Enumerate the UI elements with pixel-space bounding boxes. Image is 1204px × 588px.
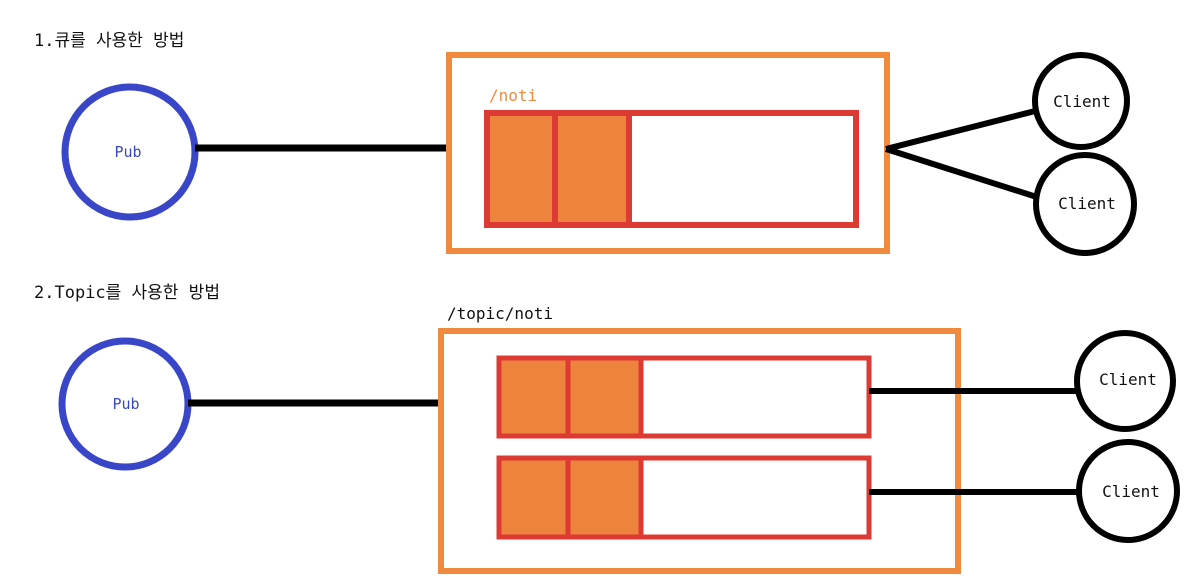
queue-slot xyxy=(500,460,566,536)
queue-bar xyxy=(484,110,859,228)
queue-container xyxy=(446,52,890,254)
client-node xyxy=(1074,330,1176,432)
client-node xyxy=(1033,152,1137,256)
section-queue: 1.큐를 사용한 방법 Pub /noti Client Client xyxy=(34,31,1137,256)
pub-node xyxy=(61,83,199,221)
queue-bar xyxy=(496,355,872,439)
section-topic: 2.Topic를 사용한 방법 Pub /topic/noti Client C… xyxy=(34,283,1180,574)
client-label: Client xyxy=(1102,482,1160,501)
pub-label: Pub xyxy=(114,143,141,161)
client-connector xyxy=(885,146,1044,202)
queue-slot xyxy=(488,114,554,225)
client-node xyxy=(1032,52,1130,150)
topic-container xyxy=(438,328,961,574)
section-1-title: 1.큐를 사용한 방법 xyxy=(34,31,184,51)
pub-label: Pub xyxy=(112,395,139,413)
queue-path: /noti xyxy=(489,86,537,105)
section-2-title: 2.Topic를 사용한 방법 xyxy=(34,283,220,303)
queue-slot xyxy=(570,360,640,435)
client-label: Client xyxy=(1099,370,1157,389)
client-node xyxy=(1076,439,1180,543)
topic-path: /topic/noti xyxy=(447,304,553,323)
queue-slot xyxy=(557,114,628,225)
queue-slot xyxy=(500,360,566,435)
queue-bar xyxy=(496,455,872,540)
queue-slot xyxy=(570,460,640,536)
client-label: Client xyxy=(1053,92,1111,111)
client-label: Client xyxy=(1058,194,1116,213)
client-connector xyxy=(885,106,1044,152)
